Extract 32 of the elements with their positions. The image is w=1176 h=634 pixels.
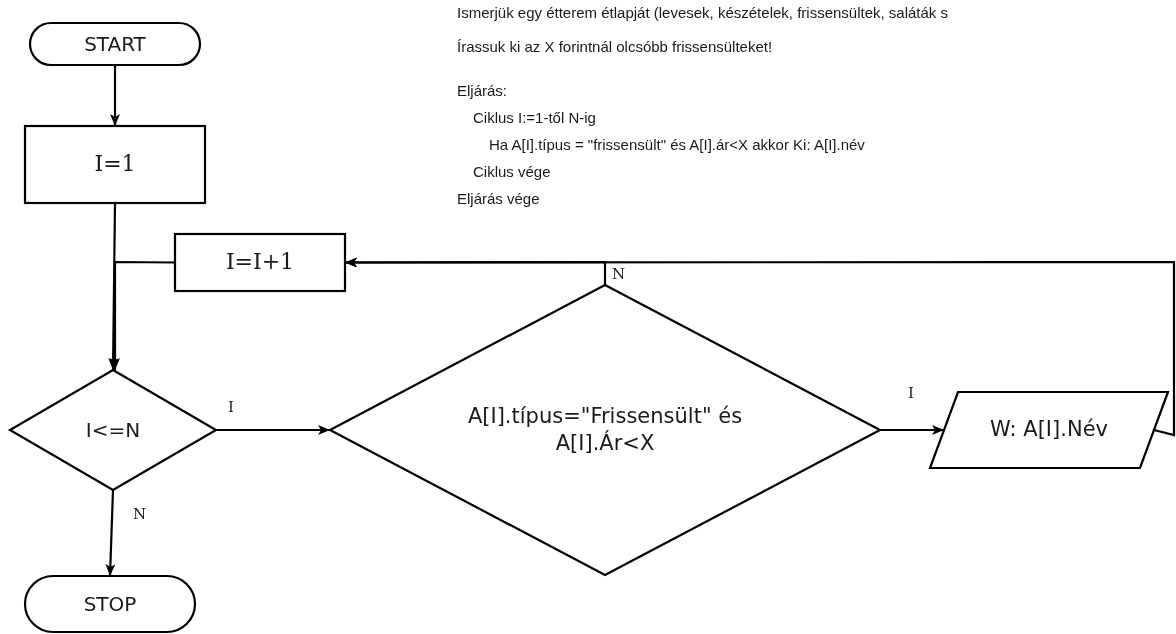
terminal-shape (30, 23, 200, 65)
node-label: I<=N (85, 417, 141, 443)
arrow (880, 425, 944, 435)
arrow (216, 425, 330, 435)
arrow (345, 257, 1176, 437)
decision-diamond (10, 370, 216, 490)
node-label: I=1 (94, 150, 136, 179)
arrow (110, 260, 175, 370)
pseudocode-line: Ciklus vége (473, 163, 551, 180)
edge-label: N (133, 505, 147, 523)
task-text: Írassuk ki az X forintnál olcsóbb frissensülteket! (457, 38, 773, 55)
process-box (175, 234, 345, 291)
edge-label: I (908, 384, 914, 402)
pseudocode-line: Eljárás vége (457, 190, 540, 207)
edge-label: I (228, 398, 234, 416)
process-box (25, 126, 205, 203)
arrow (110, 65, 120, 126)
pseudocode-line: Ciklus I:=1-től N-ig (473, 109, 596, 126)
output-parallelogram (930, 392, 1168, 468)
arrow (108, 203, 119, 370)
node-label: START (84, 31, 146, 57)
node-label: I=I+1 (225, 248, 295, 277)
node-label: W: A[I].Név (990, 416, 1108, 444)
decision-diamond (330, 285, 880, 575)
node-label: A[I].típus="Frissensült" és A[I].Ár<X (466, 402, 744, 457)
pseudocode-line: Ha A[I].típus = "frissensült" és A[I].ár<X akkor Ki: A[I].név (489, 136, 865, 153)
edge-label: N (612, 265, 626, 283)
node-label: STOP (83, 591, 137, 617)
pseudocode-line: Eljárás: (457, 82, 508, 99)
terminal-shape (25, 576, 195, 632)
arrow (105, 489, 116, 577)
task-text: Ismerjük egy étterem étlapját (levesek, készételek, frissensültek, saláták s (457, 4, 949, 21)
